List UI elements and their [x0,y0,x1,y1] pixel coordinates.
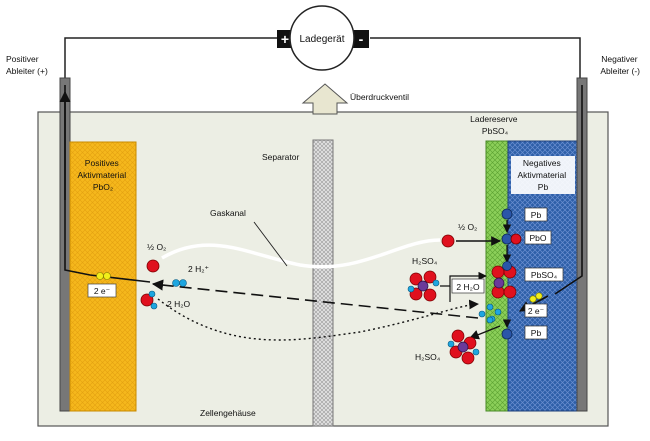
reserve-label: Ladereserve PbSO₄ [470,114,520,136]
pbso4-s [493,277,505,289]
positive-terminal-label: Positiver Ableiter (+) [6,54,48,76]
h2so4b-h2 [472,348,480,356]
valve-arrow [301,83,349,115]
separator [312,139,334,427]
h2so4b-o1 [451,329,465,343]
circuit-wire-right [370,37,581,78]
h2so4b-h1 [447,340,455,348]
two-e-right-box [524,303,548,318]
pbso4-label: PbSO₄ [531,270,558,280]
half-o2-left: ½ O₂ [147,242,166,252]
oxygen-atom-right [441,234,455,248]
water-right-h1 [478,310,486,318]
h2so4a-o2 [423,270,437,284]
pb-dot-1 [501,208,513,220]
two-e-left-box [87,283,117,298]
electron-right-1 [529,295,537,303]
pb-bottom-box [524,325,548,340]
gas-channel-label: Gaskanal [210,208,246,218]
gas-channel-pointer [253,221,288,267]
charger-minus-label: - [359,31,364,47]
pbso4-h2 [494,308,502,316]
h2so4a-o4 [423,288,437,302]
housing-label: Zellengehäuse [200,408,256,418]
h2so4-bracket [440,271,487,287]
pbso4-o4 [503,285,517,299]
h2so4a-o1 [409,272,423,286]
water-hydrogen-left-1 [148,290,156,298]
two-h-plus-left: 2 H₂⁺ [188,264,209,274]
pbso4-box [524,267,564,282]
two-h2o-left: 2 H₂O [167,299,191,309]
two-e-right: 2 e⁻ [528,306,544,316]
h2so4b-s [457,341,469,353]
water-oxygen-left [140,293,154,307]
valve-label: Überdruckventil [350,92,409,102]
dashed-ion-arrow [151,279,479,319]
h2so4a-h1 [432,279,440,287]
electron-left-2 [103,272,111,280]
charger-minus-terminal [353,30,369,48]
charger-label: Ladegerät [299,34,344,45]
hydrogen-left-2 [179,279,187,287]
h2so4-top-label: H₂SO₄ [412,256,438,266]
pbso4-o1 [491,265,505,279]
pb-top-label: Pb [531,210,542,220]
pbo-label: PbO [529,233,546,243]
pb-dot-2 [501,233,513,245]
positive-material-label: Positives Aktivmaterial PbO₂ [77,158,128,192]
hydrogen-left-1 [172,279,180,287]
electron-path-right [554,85,583,295]
charger-circle [289,5,355,71]
electron-left-1 [96,272,104,280]
pb-bottom-label: Pb [531,328,542,338]
negative-material-label: Negatives Aktivmaterial Pb [517,158,568,192]
dotted-water-path [157,298,479,341]
water-hydrogen-left-2 [150,302,158,310]
pb-dot-3 [501,328,513,340]
pb-top-box [524,207,548,222]
circuit-wire-left [64,37,278,78]
charger-plus-label: + [281,31,289,47]
gas-channel [161,238,441,269]
oxygen-atom-left [146,259,160,273]
negative-terminal-label: Negativer Ableiter (-) [600,54,640,76]
pbo-box [524,230,552,245]
water-right-h2 [486,316,494,324]
h2so4-bottom-label: H₂SO₄ [415,352,441,362]
charger-plus-terminal [277,30,293,48]
pbo-oxygen [510,233,522,245]
half-o2-right: ½ O₂ [458,222,477,232]
pbso4-pb [502,261,512,271]
two-h2o-right: 2 H₂O [456,282,480,292]
h2so4a-h2 [407,285,415,293]
negative-material-label-bg [511,156,575,194]
two-e-left: 2 e⁻ [94,286,110,296]
two-h2o-right-box [451,278,485,294]
separator-label: Separator [262,152,299,162]
electron-right-2 [535,292,543,300]
h2so4b-o4 [461,351,475,365]
h2so4a-s [417,280,429,292]
h2so4-release-arrow [469,325,501,340]
pbso4-h1 [486,303,494,311]
